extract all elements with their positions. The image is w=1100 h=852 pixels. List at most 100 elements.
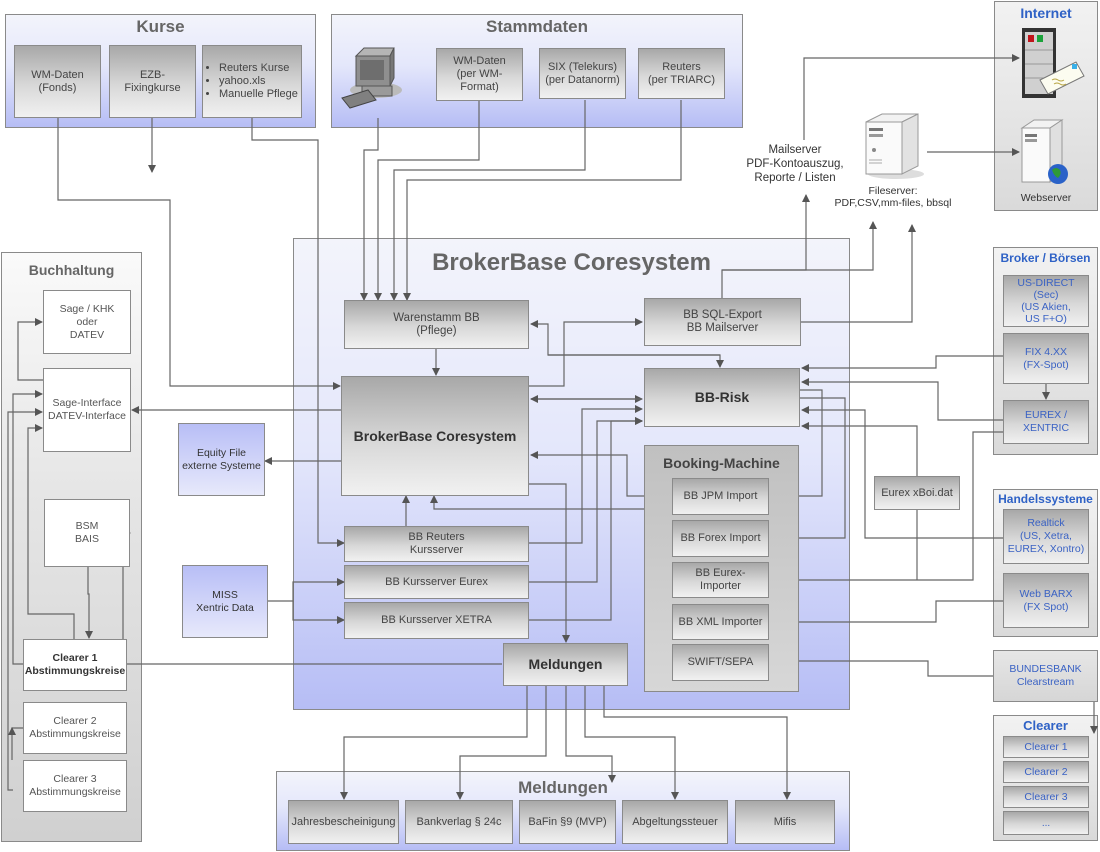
wire-wm-warenstamm (374, 100, 480, 301)
realtick-box[interactable]: Realtick (US, Xetra, EUREX, Xontro) (1003, 509, 1089, 564)
core-title: BrokerBase Coresystem (432, 249, 711, 276)
kurse-bullet-list: Reuters Kurse yahoo.xls Manuelle Pflege (205, 62, 298, 101)
clearer3-abstimmung-box[interactable]: Clearer 3 Abstimmungskreise (23, 760, 127, 812)
meldungen-group-title: Meldungen (518, 778, 608, 797)
wire-interface-sage (17, 318, 44, 381)
wire-ksxetra-risk (529, 417, 643, 621)
file-server-icon (860, 112, 926, 180)
sage-khk-datev-box[interactable]: Sage / KHK oder DATEV (43, 290, 131, 354)
wire-sql-mailserver (721, 194, 810, 298)
wire-clearer-interface2 (7, 408, 43, 791)
wire-wmdaten-core (57, 118, 341, 390)
bb-kursserver-xetra-box[interactable]: BB Kursserver XETRA (344, 602, 529, 639)
bullet-item: yahoo.xls (219, 75, 298, 88)
mailserver-label: Mailserver PDF-Kontoauszug, Reporte / Li… (746, 144, 844, 184)
sql-export-box[interactable]: BB SQL-Export BB Mailserver (644, 298, 801, 346)
abgeltungssteuer-box[interactable]: Abgeltungssteuer (622, 800, 728, 844)
wire-mailserver-internet (803, 54, 1020, 140)
wire-meld-abgeltung (584, 686, 679, 800)
bundesbank-clearstream-box[interactable]: BUNDESBANK Clearstream (993, 650, 1098, 702)
eurex-xentric-box[interactable]: EUREX / XENTRIC (1003, 400, 1089, 444)
clearer-title: Clearer (1023, 718, 1068, 733)
bankverlag-box[interactable]: Bankverlag § 24c (405, 800, 513, 844)
mail-server-icon[interactable] (1020, 28, 1086, 100)
wire-realtick-risk (801, 406, 1005, 539)
broker-title: Broker / Börsen (1000, 251, 1091, 265)
wire-eurexxentric-eurexi (769, 431, 1005, 584)
clearer-1-box[interactable]: Clearer 1 (1003, 736, 1089, 758)
bb-kursserver-eurex-box[interactable]: BB Kursserver Eurex (344, 565, 529, 599)
wire-fix-risk (801, 355, 1005, 372)
swift-sepa-box[interactable]: SWIFT/SEPA (672, 644, 769, 681)
equity-file-box[interactable]: Equity File externe Systeme (178, 423, 265, 496)
bullet-item: Manuelle Pflege (219, 88, 298, 101)
wire-six-warenstamm (390, 100, 586, 301)
wire-sql-fileserver (722, 221, 877, 271)
wire-meld-jahres (340, 686, 528, 800)
wire-miss-ksexurex (268, 578, 345, 602)
bb-reuters-kursserver-box[interactable]: BB Reuters Kursserver (344, 526, 529, 562)
bb-forex-import-box[interactable]: BB Forex Import (672, 520, 769, 557)
wire-bsm-clearer1 (85, 567, 93, 639)
web-barx-box[interactable]: Web BARX (FX Spot) (1003, 573, 1089, 628)
wire-reuters-warenstamm (403, 100, 682, 301)
wire-miss-ksxetra (292, 601, 345, 624)
miss-xentric-box[interactable]: MISS Xentric Data (182, 565, 268, 638)
clearer1-abstimmung-box[interactable]: Clearer 1 Abstimmungskreise (23, 639, 127, 691)
handel-title: Handelssysteme (998, 492, 1093, 506)
wire-core-meldungen (529, 483, 570, 643)
wire-reutersks-risk (529, 405, 643, 544)
buchhaltung-title: Buchhaltung (28, 262, 115, 278)
stammdaten-wm-daten[interactable]: WM-Daten (per WM- Format) (436, 48, 523, 101)
wire-sql-fileserver2 (801, 224, 916, 323)
wire-risk-forex (769, 397, 846, 542)
clearer-more-box[interactable]: ... (1003, 811, 1089, 835)
wire-clearer1-interface3 (27, 424, 75, 640)
kurse-title: Kurse (136, 17, 185, 36)
wire-core-sqlexport (529, 318, 643, 387)
wire-meld-bankverlag (456, 686, 547, 800)
wire-bundesbank-swift (769, 657, 993, 677)
fix-4xx-box[interactable]: FIX 4.XX (FX-Spot) (1003, 333, 1089, 384)
warenstamm-box[interactable]: Warenstamm BB (Pflege) (344, 300, 529, 349)
wire-webbarx-xml (769, 600, 1005, 626)
internet-title: Internet (1020, 5, 1072, 21)
kurse-reuters-box[interactable]: Reuters Kurse yahoo.xls Manuelle Pflege (202, 45, 302, 118)
bb-risk-box[interactable]: BB-Risk (644, 368, 800, 427)
stammdaten-reuters[interactable]: Reuters (per TRIARC) (638, 48, 725, 99)
clearer-2-box[interactable]: Clearer 2 (1003, 761, 1089, 783)
clearer2-abstimmung-box[interactable]: Clearer 2 Abstimmungskreise (23, 702, 127, 754)
brokerbase-coresystem-box[interactable]: BrokerBase Coresystem (341, 376, 529, 496)
wire-meld-bafin (565, 686, 616, 783)
jahresbescheinigung-box[interactable]: Jahresbescheinigung (288, 800, 399, 844)
webserver-label: Webserver (1020, 192, 1072, 204)
web-server-icon[interactable] (1018, 118, 1078, 188)
eurex-xboi-box[interactable]: Eurex xBoi.dat (874, 476, 960, 510)
bullet-item: Reuters Kurse (219, 62, 298, 75)
bafin-box[interactable]: BaFin §9 (MVP) (519, 800, 616, 844)
stammdaten-title: Stammdaten (485, 17, 589, 36)
meldungen-box[interactable]: Meldungen (503, 643, 628, 686)
mifis-box[interactable]: Mifis (735, 800, 835, 844)
wire-pc-warenstamm (360, 118, 379, 301)
bb-jpm-import-box[interactable]: BB JPM Import (672, 478, 769, 515)
wire-eurexxentric-risk (801, 378, 1005, 421)
wire-warenstamm-risk (548, 354, 724, 368)
stammdaten-six-telekurs[interactable]: SIX (Telekurs) (per Datanorm) (539, 48, 626, 99)
clearer-3-box[interactable]: Clearer 3 (1003, 786, 1089, 808)
bsm-bais-box[interactable]: BSM BAIS (44, 499, 130, 567)
us-direct-box[interactable]: US-DIRECT (Sec) (US Akien, US F+O) (1003, 275, 1089, 327)
desktop-computer-icon (340, 42, 402, 112)
wire-ksexurex-risk (529, 417, 643, 583)
bb-xml-importer-box[interactable]: BB XML Importer (672, 604, 769, 640)
sage-datev-interface-box[interactable]: Sage-Interface DATEV-Interface (43, 368, 131, 452)
wire-meld-mifis (603, 686, 791, 800)
kurse-ezb-fixingkurse[interactable]: EZB-Fixingkurse (109, 45, 196, 118)
bb-eurex-importer-box[interactable]: BB Eurex-Importer (672, 562, 769, 598)
kurse-wm-daten[interactable]: WM-Daten (Fonds) (14, 45, 101, 118)
wire-xboi-risk (801, 422, 918, 480)
wire-clearer1-interface (12, 390, 43, 665)
fileserver-label: Fileserver: PDF,CSV,mm-files, bbsql (834, 185, 952, 209)
wire-reuterskurse-reutersks (251, 118, 345, 547)
